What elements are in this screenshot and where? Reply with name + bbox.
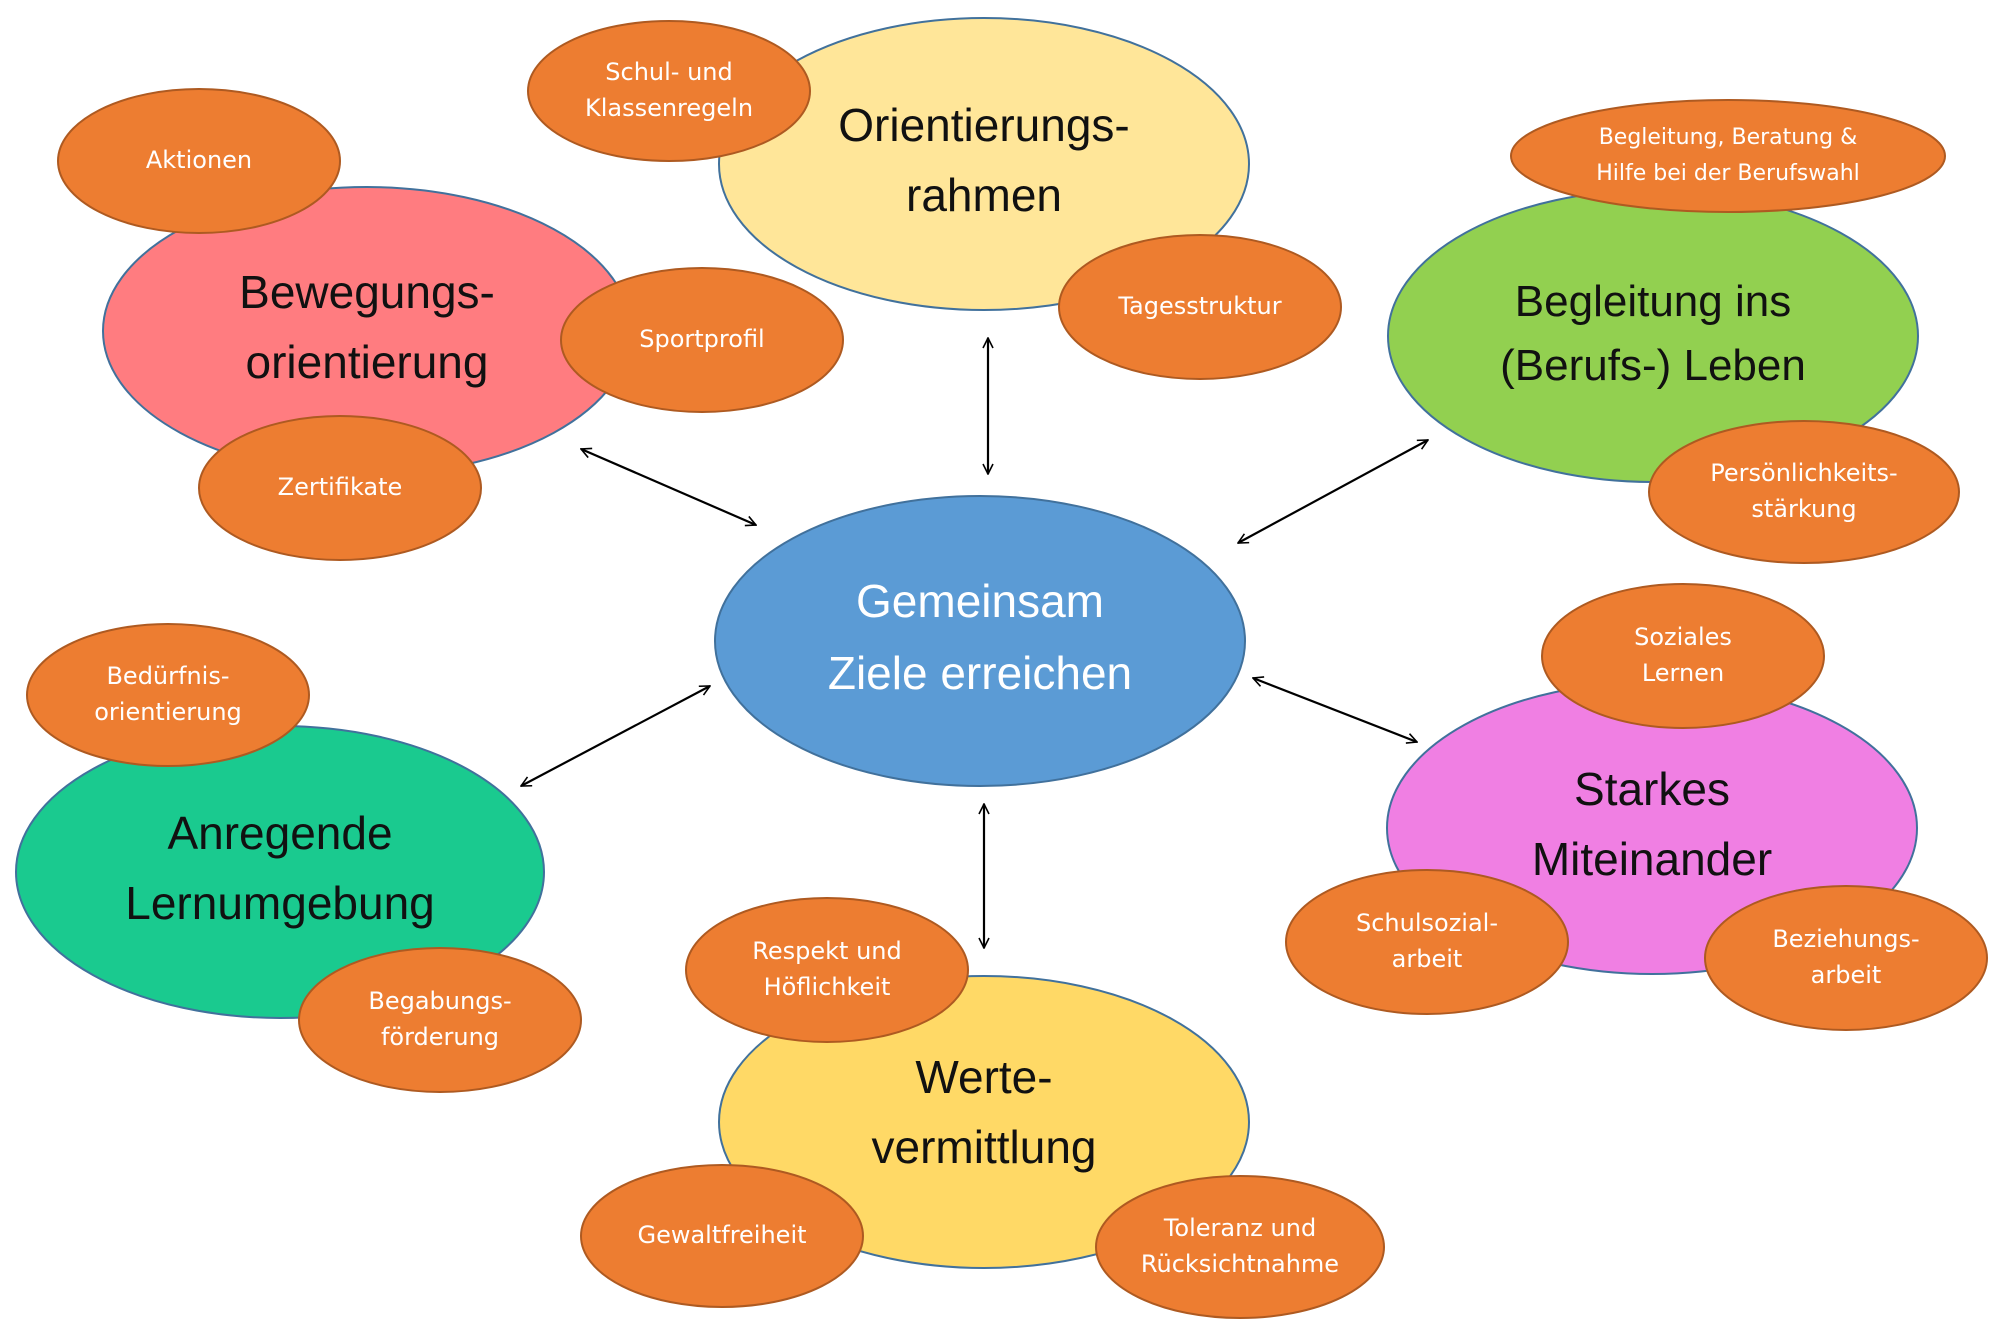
topic-bewegungsorientierung: Bewegungs-orientierung AktionenSportprofi… — [57, 88, 844, 561]
topic-begleitung: Begleitung ins(Berufs-) Leben Begleitung,… — [1387, 99, 1960, 564]
topic-label-orientierungsrahmen: Orientierungs-rahmen — [838, 99, 1129, 221]
topic-ellipse-orientierungsrahmen — [718, 17, 1250, 311]
arrow-lernumgebung — [521, 685, 710, 787]
subtopic-bubble-bewegungsorientierung-1: Aktionen — [57, 88, 341, 234]
subtopic-label: Persönlichkeits-stärkung — [1710, 459, 1897, 523]
arrow-begleitung — [1238, 439, 1428, 544]
subtopic-bubble-bewegungsorientierung-2: Sportprofil — [560, 267, 844, 413]
topic-label-wertevermittlung: Werte-vermittlung — [872, 1051, 1097, 1173]
subtopic-ellipse — [580, 1164, 864, 1308]
subtopic-label: Bedürfnis-orientierung — [94, 662, 242, 726]
subtopic-ellipse — [1058, 234, 1342, 380]
subtopic-label: Begabungs-förderung — [368, 987, 511, 1051]
subtopic-ellipse — [527, 20, 811, 162]
topic-label-begleitung: Begleitung ins(Berufs-) Leben — [1500, 277, 1806, 390]
subtopic-ellipse — [26, 623, 310, 767]
subtopic-bubble-wertevermittlung-2: Gewaltfreiheit — [580, 1164, 864, 1308]
subtopic-bubble-miteinander-2: Schulsozial-arbeit — [1285, 869, 1569, 1015]
connector-arrows — [521, 338, 1428, 948]
subtopic-bubble-lernumgebung-2: Begabungs-förderung — [298, 947, 582, 1093]
subtopic-ellipse — [198, 415, 482, 561]
subtopic-bubble-begleitung-2: Persönlichkeits-stärkung — [1648, 420, 1960, 564]
arrow-bewegungsorientierung — [581, 449, 756, 525]
subtopic-ellipse — [1704, 885, 1988, 1031]
subtopic-label: Beziehungs-arbeit — [1772, 925, 1919, 989]
subtopic-bubble-bewegungsorientierung-3: Zertifikate — [198, 415, 482, 561]
subtopic-ellipse — [685, 897, 969, 1043]
subtopic-bubble-miteinander-3: Beziehungs-arbeit — [1704, 885, 1988, 1031]
subtopic-label: Zertifikate — [278, 473, 403, 501]
subtopic-ellipse — [560, 267, 844, 413]
topic-label-bewegungsorientierung: Bewegungs-orientierung — [239, 266, 495, 388]
subtopic-ellipse — [1285, 869, 1569, 1015]
subtopic-bubble-orientierungsrahmen-2: Tagesstruktur — [1058, 234, 1342, 380]
subtopic-label: Gewaltfreiheit — [637, 1221, 806, 1249]
subtopic-ellipse — [298, 947, 582, 1093]
subtopic-ellipse — [1510, 99, 1946, 213]
center-ellipse — [714, 495, 1246, 787]
topic-ellipse-wertevermittlung — [718, 975, 1250, 1269]
subtopic-ellipse — [1095, 1175, 1385, 1319]
arrow-miteinander — [1253, 678, 1417, 742]
subtopic-label: Tagesstruktur — [1117, 292, 1281, 320]
subtopic-label: Schulsozial-arbeit — [1356, 909, 1498, 973]
subtopic-ellipse — [1648, 420, 1960, 564]
subtopic-ellipse — [57, 88, 341, 234]
subtopic-bubble-begleitung-1: Begleitung, Beratung &Hilfe bei der Beru… — [1510, 99, 1946, 213]
subtopic-label: Aktionen — [146, 146, 252, 174]
subtopic-label: Begleitung, Beratung &Hilfe bei der Beru… — [1596, 125, 1860, 186]
subtopic-bubble-lernumgebung-1: Bedürfnis-orientierung — [26, 623, 310, 767]
subtopic-label: Sportprofil — [639, 325, 764, 353]
subtopic-ellipse — [1541, 583, 1825, 729]
